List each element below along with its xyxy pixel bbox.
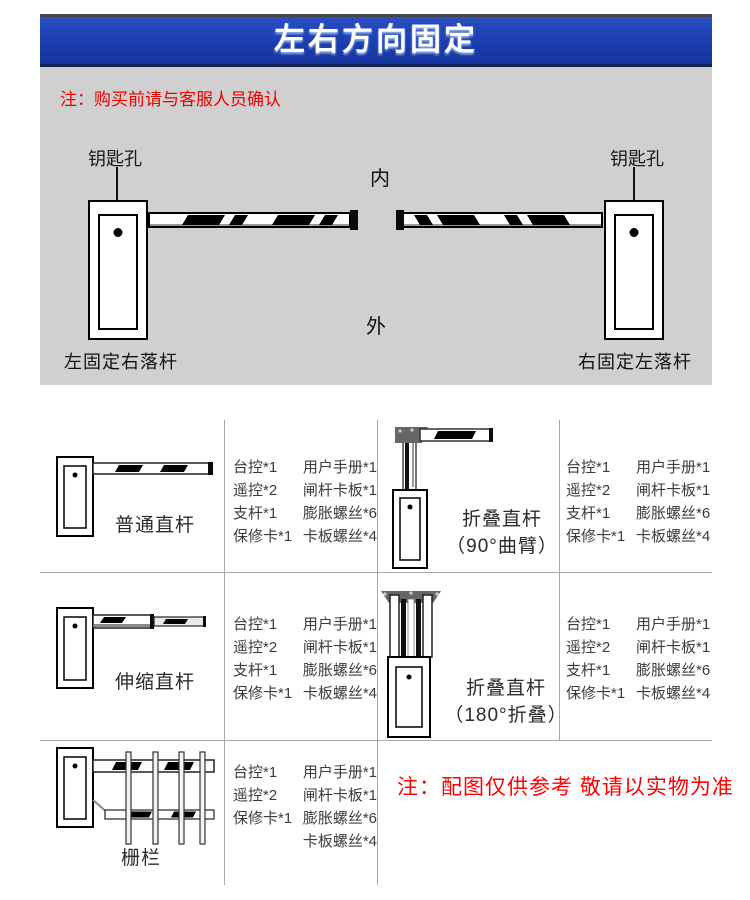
- cabinet-panel: [98, 214, 138, 330]
- accessory-item: 保修卡*1: [233, 528, 293, 545]
- product-name: 伸缩直杆: [115, 672, 196, 693]
- accessory-item: 卡板螺丝*4: [302, 685, 377, 702]
- accessory-item: 闸杆卡板*1: [302, 639, 377, 656]
- product-name-line2: （90°曲臂）: [446, 536, 558, 557]
- accessory-item: 闸杆卡板*1: [302, 482, 377, 499]
- blue-banner: 左右方向固定: [40, 14, 712, 67]
- keyhole-label-right: 钥匙孔: [610, 149, 664, 169]
- accessory-item: 保修卡*1: [566, 685, 626, 702]
- accessory-item: 膨胀螺丝*6: [636, 662, 711, 679]
- fence-barrier-icon: [56, 747, 215, 845]
- cell-normal-rod: 普通直杆: [40, 420, 225, 572]
- accessory-item: 闸杆卡板*1: [302, 787, 377, 804]
- caption-right-fixed: 右固定左落杆: [578, 352, 692, 372]
- accessory-item: 用户手册*1: [302, 459, 377, 476]
- keyhole-leader-line-right: [633, 167, 635, 224]
- accessory-item: 遥控*2: [233, 482, 278, 499]
- cabinet-panel: [614, 214, 654, 330]
- product-name: 折叠直杆 （90°曲臂）: [442, 506, 562, 560]
- accessory-item: 支杆*1: [233, 505, 278, 522]
- accessory-item: 闸杆卡板*1: [636, 639, 711, 656]
- keyhole-dot: [629, 228, 639, 237]
- accessory-item: 支杆*1: [566, 505, 611, 522]
- direction-diagram-section: 注：购买前请与客服人员确认 钥匙孔 内 外 钥匙孔: [40, 67, 712, 385]
- accessory-item: 膨胀螺丝*6: [302, 662, 377, 679]
- accessory-item: 卡板螺丝*4: [302, 833, 377, 850]
- cell-accessories: 台控*1 遥控*2 保修卡*1 用户手册*1 闸杆卡板*1 膨胀螺丝*6 卡板螺…: [225, 740, 378, 885]
- barrier-cabinet-right: [604, 200, 664, 340]
- accessory-item: 膨胀螺丝*6: [636, 505, 711, 522]
- folding-90-rod-icon: [392, 427, 493, 569]
- accessory-item: 膨胀螺丝*6: [302, 505, 377, 522]
- accessory-item: 卡板螺丝*4: [636, 685, 711, 702]
- product-name-line1: 折叠直杆: [461, 509, 542, 530]
- product-name: 栅栏: [120, 848, 161, 869]
- accessory-item: 遥控*2: [566, 639, 611, 656]
- cell-telescopic-rod: 伸缩直杆: [40, 572, 225, 740]
- direction-outer-label: 外: [366, 316, 386, 338]
- content-area: 左右方向固定 注：购买前请与客服人员确认 钥匙孔 内 外 钥匙孔: [40, 0, 733, 900]
- cell-accessories: 台控*1 遥控*2 支杆*1 保修卡*1 用户手册*1 闸杆卡板*1 膨胀螺丝*…: [225, 420, 378, 572]
- cell-fence: 栅栏: [40, 740, 225, 885]
- accessory-item: 遥控*2: [233, 787, 278, 804]
- product-name: 折叠直杆 （180°折叠）: [442, 675, 570, 729]
- bottom-note: 注：配图仅供参考 敬请以实物为准: [397, 776, 734, 799]
- folding-180-rod-icon: [381, 591, 441, 738]
- product-name-line1: 折叠直杆: [465, 678, 546, 699]
- normal-straight-rod-icon: [56, 456, 213, 537]
- product-name: 普通直杆: [115, 515, 196, 536]
- accessory-item: 保修卡*1: [566, 528, 626, 545]
- keyhole-label-left: 钥匙孔: [88, 149, 142, 169]
- keyhole-leader-line-left: [116, 167, 118, 224]
- cell-accessories: 台控*1 遥控*2 支杆*1 保修卡*1 用户手册*1 闸杆卡板*1 膨胀螺丝*…: [225, 572, 378, 740]
- cell-accessories: 台控*1 遥控*2 支杆*1 保修卡*1 用户手册*1 闸杆卡板*1 膨胀螺丝*…: [560, 420, 712, 572]
- barrier-arm-left-icon: [148, 210, 358, 230]
- cell-folding-90-rod: 折叠直杆 （90°曲臂）: [378, 420, 560, 572]
- keyhole-dot: [113, 228, 123, 237]
- accessory-item: 用户手册*1: [302, 764, 377, 781]
- accessory-item: 保修卡*1: [233, 810, 293, 827]
- accessory-item: 台控*1: [566, 459, 611, 476]
- cell-accessories: 台控*1 遥控*2 支杆*1 保修卡*1 用户手册*1 闸杆卡板*1 膨胀螺丝*…: [560, 572, 712, 740]
- barrier-arm-right-icon: [396, 210, 603, 230]
- product-table: 普通直杆 台控*1 遥控*2 支杆*1 保修卡*1 用户手册*1 闸杆卡板*1 …: [40, 420, 733, 885]
- accessory-item: 卡板螺丝*4: [302, 528, 377, 545]
- accessory-item: 台控*1: [233, 764, 278, 781]
- accessory-item: 保修卡*1: [233, 685, 293, 702]
- accessory-item: 遥控*2: [233, 639, 278, 656]
- telescopic-rod-icon: [56, 607, 206, 689]
- accessory-item: 支杆*1: [566, 662, 611, 679]
- accessory-item: 闸杆卡板*1: [636, 482, 711, 499]
- accessory-item: 膨胀螺丝*6: [302, 810, 377, 827]
- page-title: 左右方向固定: [274, 22, 478, 57]
- accessory-item: 支杆*1: [233, 662, 278, 679]
- accessory-item: 卡板螺丝*4: [636, 528, 711, 545]
- accessory-item: 台控*1: [233, 616, 278, 633]
- barrier-cabinet-left: [88, 200, 148, 340]
- accessory-item: 用户手册*1: [636, 459, 711, 476]
- accessory-item: 台控*1: [566, 616, 611, 633]
- accessory-item: 台控*1: [233, 459, 278, 476]
- cell-bottom-note: 注：配图仅供参考 敬请以实物为准: [378, 740, 733, 885]
- top-note: 注：购买前请与客服人员确认: [60, 90, 281, 109]
- accessory-item: 用户手册*1: [636, 616, 711, 633]
- accessory-item: 遥控*2: [566, 482, 611, 499]
- cell-folding-180-rod: 折叠直杆 （180°折叠）: [378, 572, 567, 740]
- caption-left-fixed: 左固定右落杆: [64, 352, 178, 372]
- accessory-item: 用户手册*1: [302, 616, 377, 633]
- product-name-line2: （180°折叠）: [444, 705, 568, 726]
- direction-inner-label: 内: [370, 168, 390, 190]
